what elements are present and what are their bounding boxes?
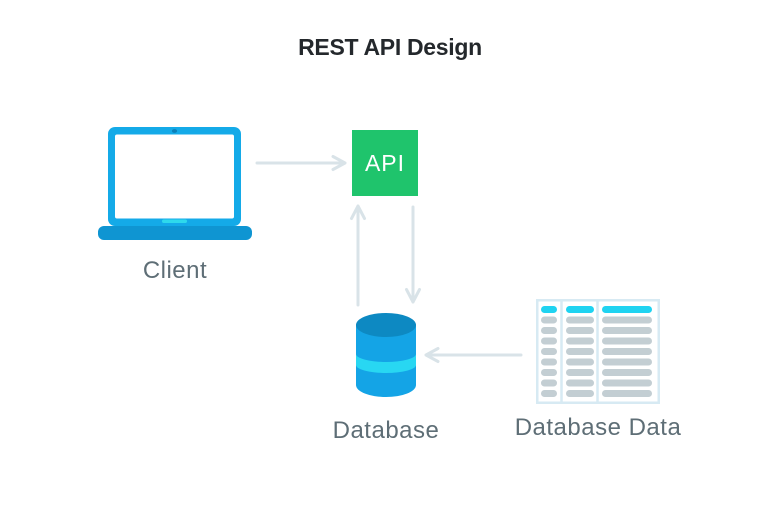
- arrow-api-to-database: [405, 205, 421, 304]
- database-node: Database: [310, 308, 462, 445]
- database-label: Database: [332, 417, 440, 444]
- client-label: Client: [142, 257, 208, 284]
- arrow-client-to-api: [255, 155, 347, 171]
- database-data-icon: [536, 299, 660, 404]
- diagram-title: REST API Design: [298, 34, 482, 60]
- api-label: API: [364, 149, 406, 176]
- database-data-label: Database Data: [514, 414, 682, 441]
- client-node: Client: [95, 118, 255, 285]
- api-node: API: [352, 130, 418, 196]
- laptop-icon: [98, 127, 252, 240]
- arrow-database-to-api: [350, 204, 366, 307]
- table-rows: [541, 306, 652, 397]
- database-data-node: Database Data: [508, 299, 688, 442]
- database-cylinder-icon: [356, 313, 416, 397]
